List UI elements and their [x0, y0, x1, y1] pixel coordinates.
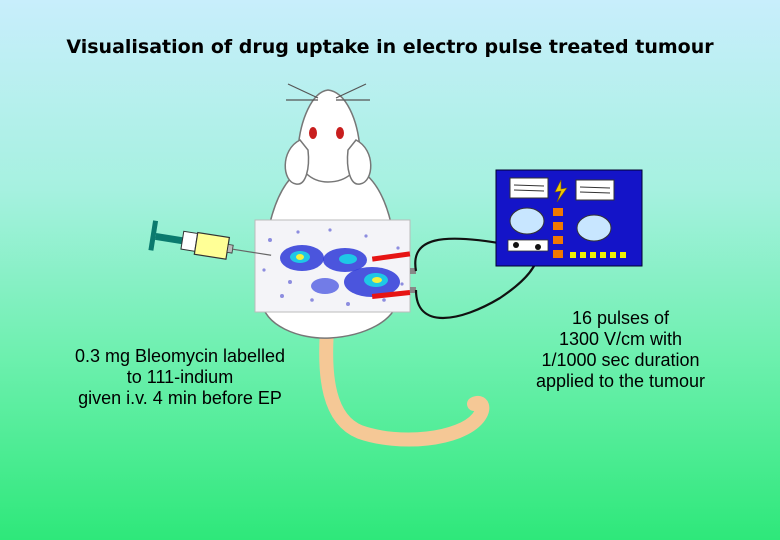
display-left: [509, 177, 549, 199]
button-orange-2: [553, 222, 563, 230]
syringe-tip: [226, 243, 234, 254]
lightning-bolt-icon: [554, 179, 568, 203]
syringe-icon: [148, 220, 272, 260]
output-panel: [507, 239, 549, 252]
electrode-connector-bottom: [410, 287, 416, 293]
slide-title: Visualisation of drug uptake in electro …: [66, 36, 714, 58]
electrode-icon: [371, 251, 416, 299]
indicator-1: [570, 252, 576, 258]
electrode-top: [371, 251, 411, 262]
mouse-whiskers: [286, 83, 370, 101]
mouse-head: [297, 89, 361, 183]
indicator-4: [600, 252, 606, 258]
electrode-connector-top: [410, 268, 416, 274]
plunger-handle: [148, 220, 159, 251]
mouse-tail: [319, 311, 490, 447]
button-orange-4: [553, 250, 563, 258]
hotspot-core-1: [296, 254, 304, 260]
output-jack-2: [535, 244, 541, 250]
plunger-rod: [155, 233, 186, 245]
indicator-2: [580, 252, 586, 258]
uptake-blob-4: [311, 278, 339, 294]
mouse-ear-left: [284, 139, 310, 185]
indicator-5: [610, 252, 616, 258]
mouse-eye-right: [336, 127, 344, 139]
button-orange-1: [553, 208, 563, 216]
syringe-barrel: [193, 231, 231, 260]
mouse-ear-right: [346, 139, 372, 185]
uptake-scan: [254, 219, 411, 313]
dial-left: [509, 207, 545, 235]
display-right: [575, 179, 615, 201]
output-jack-1: [513, 242, 519, 248]
hotspot-2: [339, 254, 357, 264]
cable-top: [414, 237, 511, 272]
dial-right: [576, 214, 612, 242]
pulse-caption: 16 pulses of 1300 V/cm with 1/1000 sec d…: [535, 308, 706, 391]
button-orange-3: [553, 236, 563, 244]
drug-caption: 0.3 mg Bleomycin labelled to 111-indium …: [74, 346, 286, 408]
mouse-eye-left: [309, 127, 317, 139]
indicator-6: [620, 252, 626, 258]
scan-speckle: [262, 228, 404, 306]
pulse-generator-icon: [495, 169, 643, 267]
electrode-bottom: [371, 290, 411, 299]
hotspot-core-3: [372, 277, 382, 283]
syringe-needle: [232, 248, 272, 256]
indicator-3: [590, 252, 596, 258]
